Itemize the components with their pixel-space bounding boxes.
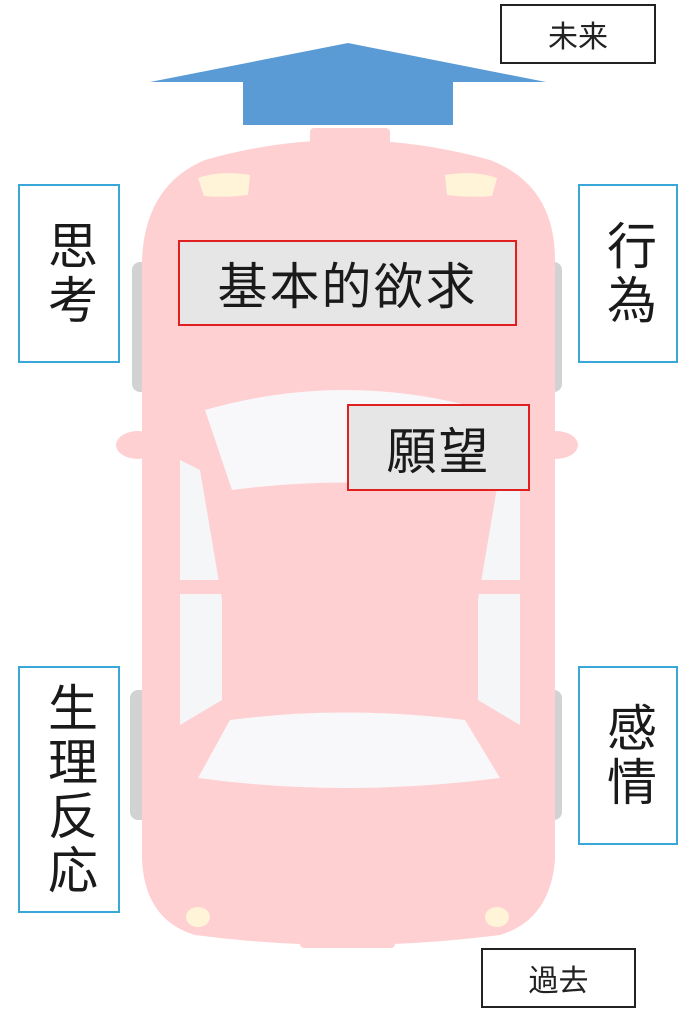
wish-label: 願望 (386, 422, 491, 481)
arrow-shape (150, 43, 546, 125)
physiology-box: 生理反応 (18, 666, 120, 913)
past-label: 過去 (528, 964, 589, 999)
rear-window (198, 712, 500, 788)
basic-desire-label: 基本的欲求 (217, 258, 478, 316)
thinking-label: 思考 (40, 219, 98, 328)
action-box: 行為 (578, 184, 678, 363)
physiology-label: 生理反応 (40, 681, 98, 898)
front-bumper (310, 128, 390, 150)
pillar-right (476, 580, 524, 594)
future-label-box: 未来 (500, 4, 656, 64)
taillight-right (485, 907, 509, 927)
emotion-label: 感情 (599, 701, 657, 810)
rear-bumper (300, 930, 395, 948)
wish-box: 願望 (347, 404, 530, 491)
action-label: 行為 (599, 219, 657, 328)
taillight-left (186, 907, 210, 927)
headlight-right (445, 173, 497, 197)
past-label-box: 過去 (481, 948, 636, 1008)
emotion-box: 感情 (578, 666, 678, 845)
basic-desire-box: 基本的欲求 (178, 240, 517, 326)
pillar-left (176, 580, 224, 594)
future-label: 未来 (548, 20, 608, 55)
thinking-box: 思考 (18, 184, 120, 363)
headlight-left (198, 173, 250, 197)
forward-arrow (150, 43, 546, 125)
